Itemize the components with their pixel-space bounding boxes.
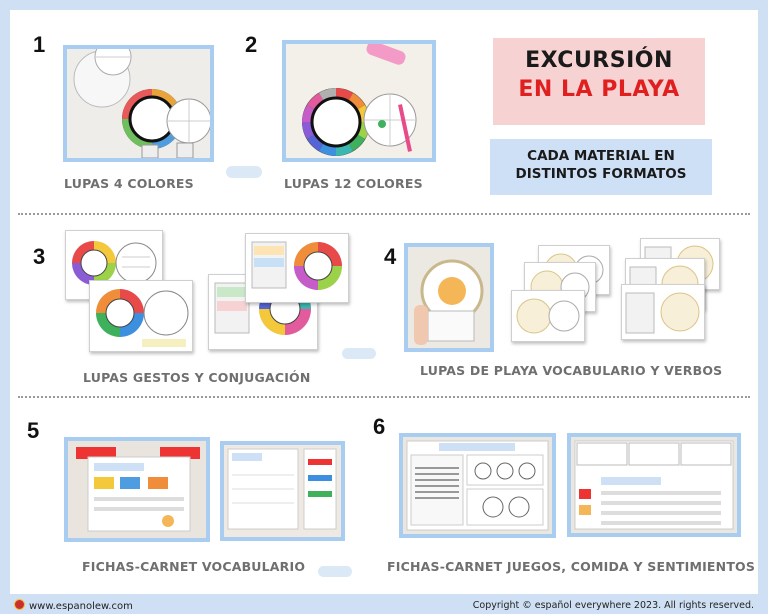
footer-copyright: Copyright © español everywhere 2023. All… — [472, 600, 754, 611]
photo-fichas-juegos-1 — [399, 433, 556, 538]
section-number-6: 6 — [373, 414, 386, 439]
photo-lupas-4-colores — [63, 45, 214, 162]
divider-2 — [18, 396, 750, 398]
caption-6: FICHAS-CARNET JUEGOS, COMIDA Y SENTIMIEN… — [387, 559, 756, 574]
divider-1 — [18, 213, 750, 215]
cloud-decoration — [342, 348, 376, 359]
cloud-decoration — [226, 166, 262, 178]
caption-5: FICHAS-CARNET VOCABULARIO — [82, 559, 306, 574]
subtitle-line-2: DISTINTOS FORMATOS — [515, 166, 687, 182]
caption-4: LUPAS DE PLAYA VOCABULARIO Y VERBOS — [420, 363, 723, 378]
subtitle-box: CADA MATERIAL EN DISTINTOS FORMATOS — [490, 139, 712, 195]
section-number-1: 1 — [33, 32, 46, 57]
subtitle-line-1: CADA MATERIAL EN — [527, 148, 675, 164]
caption-2: LUPAS 12 COLORES — [284, 176, 423, 191]
worksheet-playa-3 — [511, 290, 585, 342]
section-number-4: 4 — [384, 244, 397, 269]
website-link[interactable]: www.espanolew.com — [29, 601, 133, 612]
title-line-2: EN LA PLAYA — [518, 77, 680, 102]
section-number-5: 5 — [27, 418, 40, 443]
worksheet-gestos-2 — [89, 280, 193, 352]
section-number-2: 2 — [245, 32, 258, 57]
photo-lupas-playa — [404, 243, 494, 352]
title-line-1: EXCURSIÓN — [525, 48, 673, 73]
worksheet-conjugacion-2 — [245, 233, 349, 303]
photo-fichas-vocabulario-1 — [64, 437, 210, 542]
photo-lupas-12-colores — [282, 40, 436, 162]
flag-icon — [14, 599, 25, 610]
caption-3: LUPAS GESTOS Y CONJUGACIÓN — [83, 370, 311, 385]
cloud-decoration — [318, 566, 352, 577]
section-number-3: 3 — [33, 244, 46, 269]
footer-website[interactable]: www.espanolew.com — [14, 599, 133, 612]
worksheet-playa-6 — [621, 284, 705, 340]
photo-fichas-juegos-2 — [567, 433, 741, 537]
title-box: EXCURSIÓN EN LA PLAYA — [493, 38, 705, 125]
caption-1: LUPAS 4 COLORES — [64, 176, 194, 191]
photo-fichas-vocabulario-2 — [220, 441, 345, 541]
